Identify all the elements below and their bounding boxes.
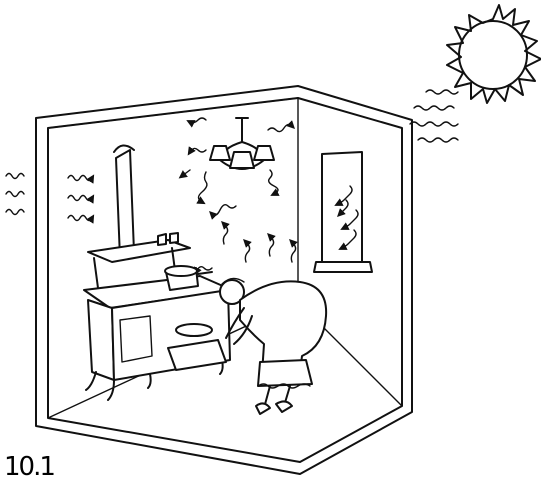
chandelier-icon — [210, 118, 274, 169]
figure-number: 10.1 — [4, 452, 54, 482]
radiant-heat-arrows — [182, 118, 296, 272]
room-box — [36, 86, 412, 474]
sun-icon — [447, 5, 541, 103]
sun-rays — [410, 90, 458, 142]
outside-heat-waves — [6, 174, 24, 215]
window-icon — [314, 152, 372, 272]
wall-heat-arrows — [68, 176, 92, 221]
person-icon — [220, 278, 326, 414]
stove-icon — [84, 145, 232, 400]
